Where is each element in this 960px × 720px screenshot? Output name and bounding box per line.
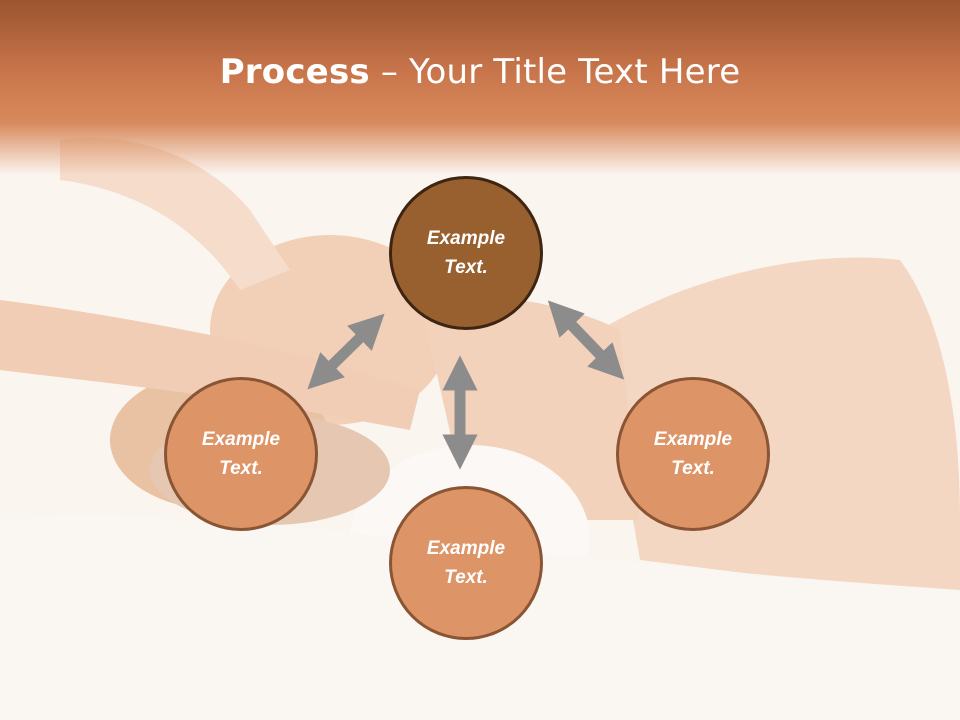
node-text-line1: Example: [426, 228, 506, 249]
node-text-line1: Example: [653, 429, 733, 450]
process-node-bottom[interactable]: Example Text.: [389, 486, 543, 640]
node-text-line2: Text.: [671, 458, 715, 479]
node-text-line1: Example: [201, 429, 281, 450]
node-text-line2: Text.: [444, 567, 488, 588]
node-text-line2: Text.: [219, 458, 263, 479]
title-band: [0, 0, 960, 175]
title-bold-part: Process: [219, 52, 370, 92]
node-text-line1: Example: [426, 538, 506, 559]
process-node-right[interactable]: Example Text.: [616, 377, 770, 531]
title-rest-part: – Your Title Text Here: [369, 52, 741, 92]
process-node-center[interactable]: Example Text.: [389, 176, 543, 330]
process-node-left[interactable]: Example Text.: [164, 377, 318, 531]
slide-title: Process – Your Title Text Here: [0, 52, 960, 92]
node-text-line2: Text.: [444, 257, 488, 278]
